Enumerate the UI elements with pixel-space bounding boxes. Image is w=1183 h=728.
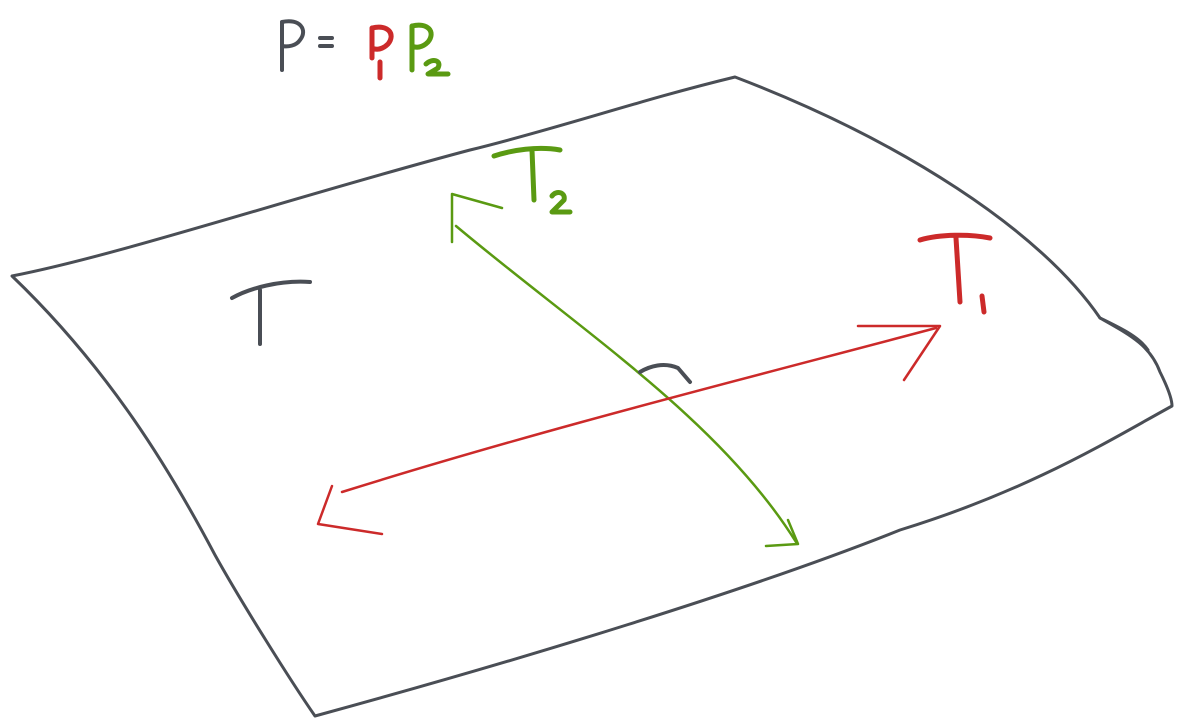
surface-edge-fold: [1098, 316, 1150, 352]
t2-arrowhead-top: [450, 192, 504, 244]
t2-vector-line: [454, 224, 798, 544]
formula-p2: [409, 22, 451, 77]
t1-arrowhead-right: [856, 324, 942, 382]
formula-equals: [318, 36, 334, 48]
label-t2: [491, 145, 573, 215]
t2-arrowhead-bottom: [764, 518, 800, 548]
label-t1: [917, 232, 993, 315]
t1-vector-line: [340, 326, 938, 494]
formula-p: [280, 19, 306, 72]
surface-label-t: [230, 279, 312, 346]
formula-p1: [369, 24, 394, 81]
surface-outline: [10, 75, 1174, 718]
t1-arrowhead-left: [316, 484, 384, 536]
right-angle-icon: [638, 363, 692, 384]
formula: [280, 19, 451, 81]
